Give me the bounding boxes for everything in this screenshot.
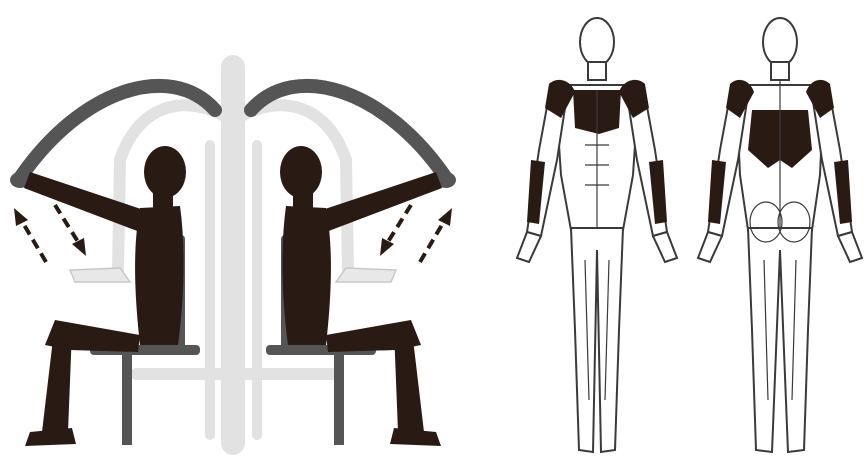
anatomy-front-view <box>505 0 685 465</box>
base-bar <box>130 368 340 380</box>
chest-press-machine-illustration <box>0 0 470 465</box>
left-rail <box>205 140 215 440</box>
anatomy-back-view <box>696 0 864 465</box>
machine-frame <box>10 55 456 455</box>
left-user-silhouette <box>24 146 186 446</box>
left-seat-leg <box>122 355 132 445</box>
right-user-silhouette <box>280 146 442 446</box>
left-grip <box>70 268 130 282</box>
front-body-outline <box>517 18 677 452</box>
right-rail <box>252 140 262 440</box>
right-grip <box>336 268 396 282</box>
right-seat-leg <box>334 355 344 445</box>
